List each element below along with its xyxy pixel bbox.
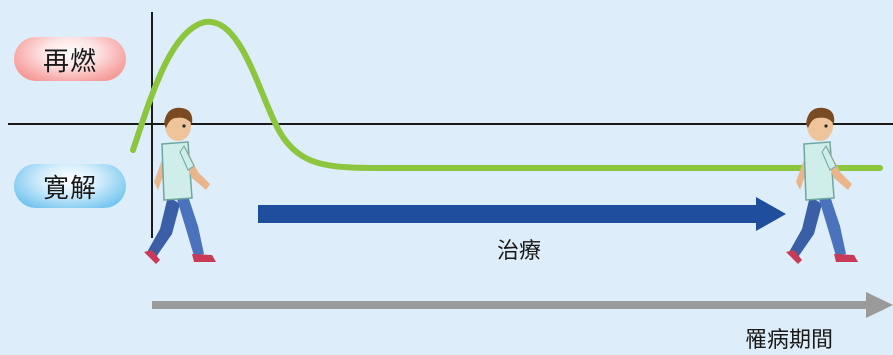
remission-badge: 寛解	[14, 164, 126, 208]
disease-activity-curve	[130, 18, 883, 171]
disease-course-arrow	[152, 292, 893, 318]
walking-person-start-icon	[143, 107, 217, 265]
relapse-badge: 再燃	[14, 37, 126, 81]
disease-course-label: 罹病期間	[745, 328, 834, 353]
treatment-arrow	[258, 197, 786, 231]
walking-person-end-icon	[785, 107, 859, 265]
relapse-label: 再燃	[42, 46, 97, 77]
remission-label: 寛解	[42, 173, 97, 204]
treatment-label: 治療	[497, 239, 542, 264]
